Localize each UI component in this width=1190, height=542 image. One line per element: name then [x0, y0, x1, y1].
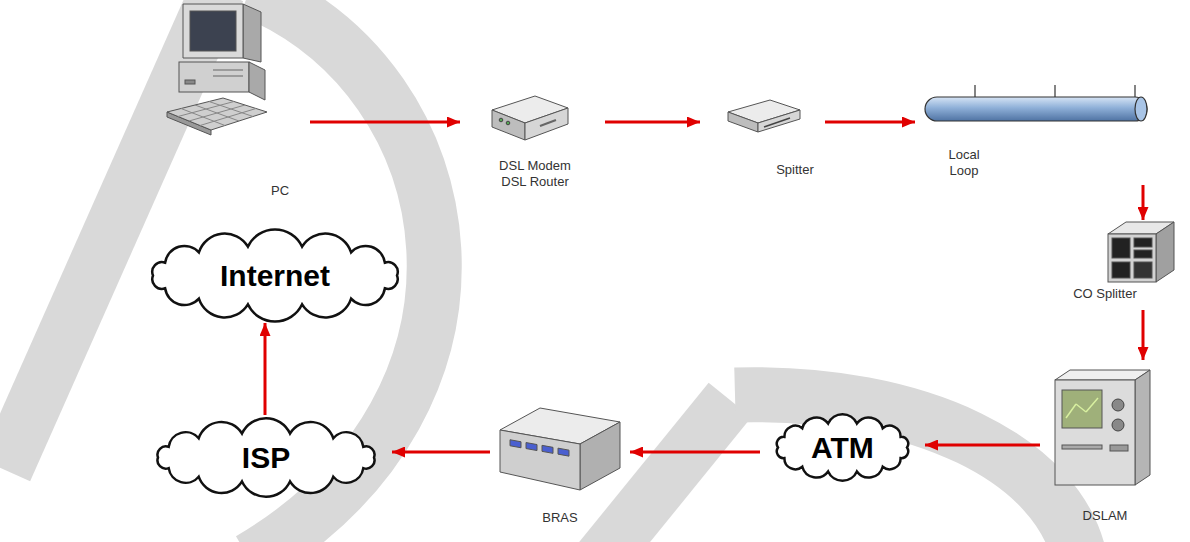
icon-face [580, 422, 620, 490]
flow-arrow [264, 323, 267, 415]
icon-line [1086, 398, 1098, 412]
icon-part [179, 62, 249, 92]
device-node: DSL Modem DSL Router [460, 90, 605, 202]
device-node: Local Loop [915, 85, 1155, 185]
icon-face [492, 110, 525, 140]
icon-part [1134, 262, 1152, 278]
device-node: DSLAM [1040, 360, 1175, 532]
device-node: Spitter [700, 90, 825, 200]
icon-face [510, 440, 521, 448]
icon-face [542, 445, 553, 453]
loop-tube [925, 97, 1147, 121]
dslam-icon [1040, 360, 1175, 532]
flow-arrow [310, 121, 460, 124]
icon-dot [1112, 399, 1124, 411]
icon-face [1055, 370, 1150, 380]
icon-face [500, 430, 580, 490]
device-label: CO Splitter [1060, 286, 1150, 302]
device-label: PC [265, 183, 295, 199]
device-label: Spitter [770, 162, 820, 178]
pc-icon [165, 0, 310, 205]
icon-part [1112, 238, 1130, 258]
device-node: CO Splitter [1060, 220, 1180, 310]
network-cloud: ISP [140, 415, 392, 500]
icon-part [190, 11, 236, 51]
network-cloud: ATM [760, 405, 925, 490]
device-label: Local Loop [940, 147, 988, 180]
device-label: BRAS [520, 510, 600, 526]
bg-band [600, 400, 730, 542]
icon-part [1055, 380, 1135, 485]
icon-part [1062, 445, 1102, 449]
icon-line [1076, 404, 1086, 412]
icon-part [185, 80, 195, 84]
icon-part [1112, 262, 1130, 278]
icon-face [728, 112, 758, 132]
icon-dot [506, 121, 510, 125]
icon-part [1062, 390, 1102, 428]
icon-face [167, 98, 267, 130]
icon-face [526, 443, 537, 451]
cloud-label: ISP [140, 415, 392, 500]
icon-face [1156, 222, 1174, 282]
icon-part [1108, 234, 1156, 282]
flow-arrow [605, 121, 700, 124]
icon-part [1110, 445, 1128, 451]
icon-line [1054, 85, 1055, 97]
icon-line [1066, 404, 1076, 418]
icon-face [758, 110, 800, 132]
flow-arrow [1142, 185, 1145, 220]
icon-face [243, 4, 261, 62]
bg-band [735, 395, 1080, 542]
icon-face [558, 448, 569, 456]
device-node: BRAS [490, 400, 630, 535]
device-label: DSL Modem DSL Router [495, 158, 575, 191]
icon-face [183, 4, 243, 58]
icon-dot [1112, 419, 1124, 431]
flow-arrow [925, 444, 1040, 447]
icon-line [200, 109, 256, 126]
icon-line [209, 102, 253, 117]
icon-line [189, 105, 245, 121]
icon-line [213, 76, 243, 77]
icon-part [1134, 238, 1152, 247]
split-icon [700, 90, 825, 200]
icon-part [1134, 250, 1152, 258]
device-label: DSLAM [1070, 508, 1140, 524]
flow-arrow [1142, 310, 1145, 360]
cloud-label: Internet [135, 228, 415, 323]
icon-line [974, 85, 975, 97]
icon-line [1134, 85, 1135, 97]
tube-end [1135, 97, 1147, 121]
icon-dot [499, 118, 503, 122]
icon-line [540, 120, 556, 126]
icon-face [1135, 370, 1150, 485]
icon-face [525, 108, 568, 140]
flow-arrow [630, 451, 760, 454]
flow-arrow [392, 451, 490, 454]
cloud-label: ATM [760, 405, 925, 490]
icon-face [249, 62, 265, 100]
icon-line [764, 118, 790, 127]
icon-line [213, 70, 243, 71]
flow-arrow [825, 121, 915, 124]
network-cloud: Internet [135, 228, 415, 323]
device-node: PC [165, 0, 310, 205]
